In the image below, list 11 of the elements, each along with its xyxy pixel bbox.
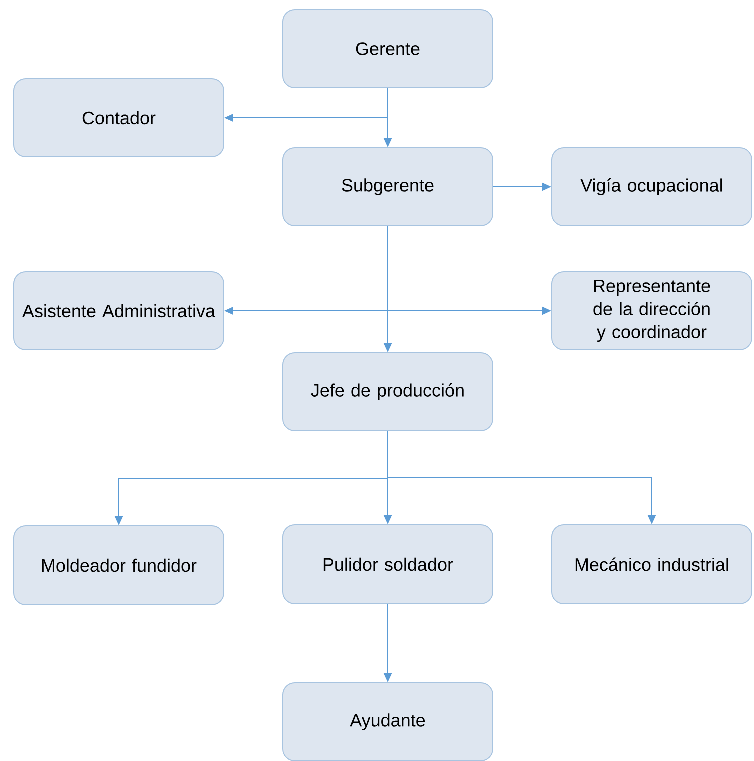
org-box: Moldeador fundidor [14,526,224,606]
org-box: Subgerente [282,148,494,226]
org-box: Jefe de producción [282,352,494,432]
org-box: Gerente [282,10,494,88]
org-box: Representante de la dirección y coordinador [552,272,752,350]
org-box: Contador [14,78,224,158]
org-box: Pulidor soldador [282,524,494,604]
org-box: Mecánico industrial [552,524,752,604]
org-box: Vigía ocupacional [552,148,752,226]
org-box: Ayudante [282,682,494,761]
org-box: Asistente Administrativa [14,272,224,350]
